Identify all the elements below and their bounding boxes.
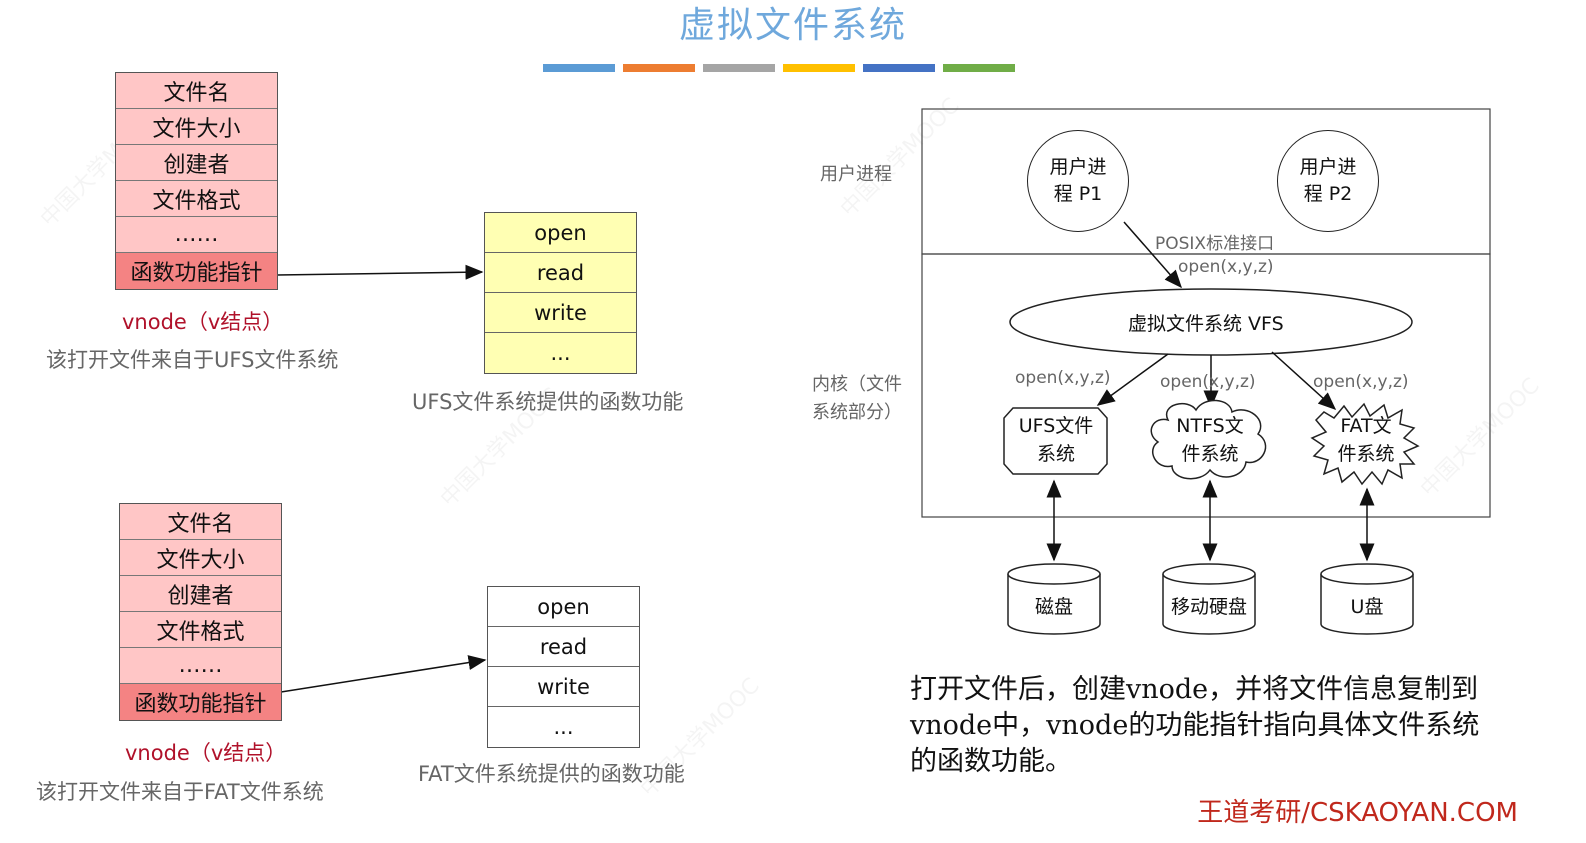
- func-item: write: [488, 667, 639, 707]
- vnode-field: 文件大小: [116, 109, 277, 145]
- color-bar-4: [783, 64, 855, 72]
- func-item: ...: [550, 341, 571, 365]
- color-bar-3: [703, 64, 775, 72]
- vnode-field: 文件格式: [116, 181, 277, 217]
- explanation-text: 打开文件后，创建vnode，并将文件信息复制到vnode中，vnode的功能指针…: [910, 674, 1480, 777]
- ufs-func-caption: UFS文件系统提供的函数功能: [412, 390, 684, 414]
- open-call-label: open(x,y,z): [1178, 257, 1274, 277]
- brand-footer: 王道考研/CSKAOYAN.COM: [1197, 798, 1518, 828]
- func-item: open: [488, 587, 639, 627]
- ntfs-fs-node: NTFS文 件系统: [1176, 415, 1244, 465]
- posix-interface-label: POSIX标准接口: [1155, 234, 1275, 254]
- user-process-label: 用户进程: [820, 164, 892, 185]
- vnode-field: 文件格式: [120, 612, 281, 648]
- fat-origin-note: 该打开文件来自于FAT文件系统: [36, 780, 324, 804]
- disk-cylinder-1: [1007, 563, 1101, 635]
- func-table-fat: open read write ...: [487, 586, 640, 748]
- vnode-field: 文件名: [120, 504, 281, 540]
- ufs-pointer-arrow: [276, 264, 484, 280]
- vnode-table-fat: 文件名 文件大小 创建者 文件格式 …… 函数功能指针: [119, 503, 282, 721]
- vnode-label-fat: vnode（v结点）: [125, 741, 287, 765]
- func-item: write: [485, 293, 636, 333]
- left-connectors: [276, 264, 487, 693]
- func-item: read: [485, 253, 636, 293]
- vnode-field: 文件大小: [120, 540, 281, 576]
- func-item: ...: [553, 715, 574, 739]
- vnode-field: 创建者: [120, 576, 281, 612]
- color-bar-6: [943, 64, 1015, 72]
- vnode-field: ……: [116, 217, 277, 253]
- color-bar-2: [623, 64, 695, 72]
- vnode-field: 创建者: [116, 145, 277, 181]
- disk-cylinder-3: [1320, 563, 1414, 635]
- ufs-origin-note: 该打开文件来自于UFS文件系统: [46, 348, 339, 372]
- color-bar-1: [543, 64, 615, 72]
- open-call-left: open(x,y,z): [1015, 368, 1111, 388]
- page-title: 虚拟文件系统: [678, 5, 907, 46]
- process-p1-node: 用户进 程 P1: [1027, 130, 1129, 232]
- disk-cylinder-2: [1162, 563, 1256, 635]
- process-p2-node: 用户进 程 P2: [1277, 130, 1379, 232]
- removable-disk-label: 移动硬盘: [1170, 596, 1247, 618]
- open-call-right: open(x,y,z): [1313, 372, 1409, 392]
- vnode-label-ufs: vnode（v结点）: [122, 310, 284, 334]
- vfs-to-ufs-arrow: [1096, 353, 1169, 406]
- fat-burst-shape: [1310, 402, 1420, 486]
- ntfs-cloud-shape: [1150, 399, 1267, 480]
- fat-pointer-arrow: [280, 655, 487, 693]
- ufs-fs-node: UFS文件 系统: [1018, 415, 1094, 465]
- func-item: read: [488, 627, 639, 667]
- vnode-field: ……: [120, 648, 281, 684]
- usb-disk-label: U盘: [1350, 596, 1384, 618]
- func-table-ufs: open read write ...: [484, 212, 637, 374]
- ufs-fs-shape: [1003, 407, 1108, 475]
- p1-to-vfs-arrow: [1123, 221, 1182, 289]
- title-color-bars: [543, 64, 1015, 72]
- vnode-func-pointer: 函数功能指针: [116, 253, 277, 289]
- open-call-mid: open(x,y,z): [1160, 372, 1256, 392]
- vnode-field: 文件名: [116, 73, 277, 109]
- kernel-label: 内核（文件 系统部分）: [812, 374, 902, 423]
- vnode-table-ufs: 文件名 文件大小 创建者 文件格式 …… 函数功能指针: [115, 72, 278, 290]
- vfs-label: 虚拟文件系统 VFS: [1128, 313, 1284, 335]
- fat-func-caption: FAT文件系统提供的函数功能: [418, 762, 685, 786]
- fat-fs-node: FAT文 件系统: [1337, 415, 1395, 465]
- disk-label: 磁盘: [1034, 596, 1073, 618]
- vfs-to-fat-arrow: [1271, 351, 1337, 411]
- vnode-func-pointer: 函数功能指针: [120, 684, 281, 720]
- color-bar-5: [863, 64, 935, 72]
- func-item: open: [485, 213, 636, 253]
